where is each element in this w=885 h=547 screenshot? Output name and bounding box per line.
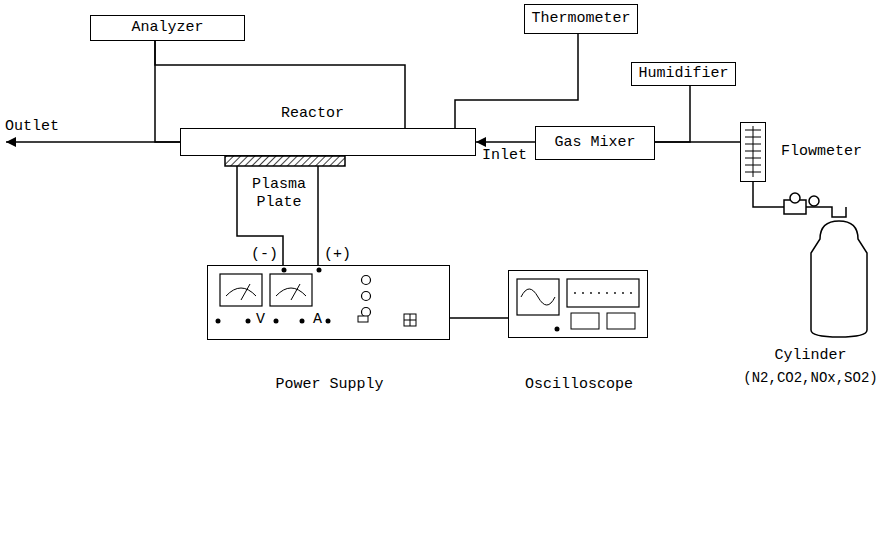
pipe-connector [655,86,690,142]
node-label: Flowmeter [781,143,862,161]
node-label: (N2,CO2,NOx,SO2) [742,370,879,387]
node-label: Humidifier [638,65,728,83]
pipe-connector [455,34,578,128]
thermometer-box: Thermometer [524,4,638,34]
pipe-connector [155,41,405,128]
node-label: Power Supply [208,376,451,394]
terminal-label: (-) [251,246,278,264]
pipe-connector [476,141,535,143]
pipe-connector [655,141,740,143]
terminal-label: (+) [324,246,351,264]
oscilloscope: Oscilloscope [508,270,648,338]
meter-label: V [256,311,265,329]
power-supply: Power Supply [207,265,450,340]
psu-drawing [208,266,449,339]
pipe-connector [450,317,508,319]
gas-mixer-box: Gas Mixer [535,126,655,160]
cyl-drawing [742,195,879,395]
node-label: Gas Mixer [554,134,635,152]
node-label: Oscilloscope [509,376,649,394]
humidifier-box: Humidifier [631,62,736,86]
pipe-connector [752,182,754,195]
analyzer-box: Analyzer [90,15,245,41]
node-label: Cylinder [742,347,879,365]
plasma-plate-label: Plasma Plate [243,176,315,212]
pipe-connector [155,41,180,142]
outlet-pipe [6,141,180,143]
outlet-label: Outlet [5,118,59,136]
node-label: Analyzer [131,19,203,37]
plasma-plate [225,156,345,166]
node-label: Thermometer [531,10,630,28]
inlet-label: Inlet [482,147,527,165]
reactor-box: Reactor [180,128,476,156]
osc-drawing [509,271,647,337]
meter-label: A [313,311,322,329]
pipe-connector [317,166,319,265]
node-label: Reactor [281,105,344,123]
flow-drawing [741,123,765,181]
gas-cylinder: Cylinder (N2,CO2,NOx,SO2) [742,195,879,395]
flowmeter-box: Flowmeter [740,122,766,182]
